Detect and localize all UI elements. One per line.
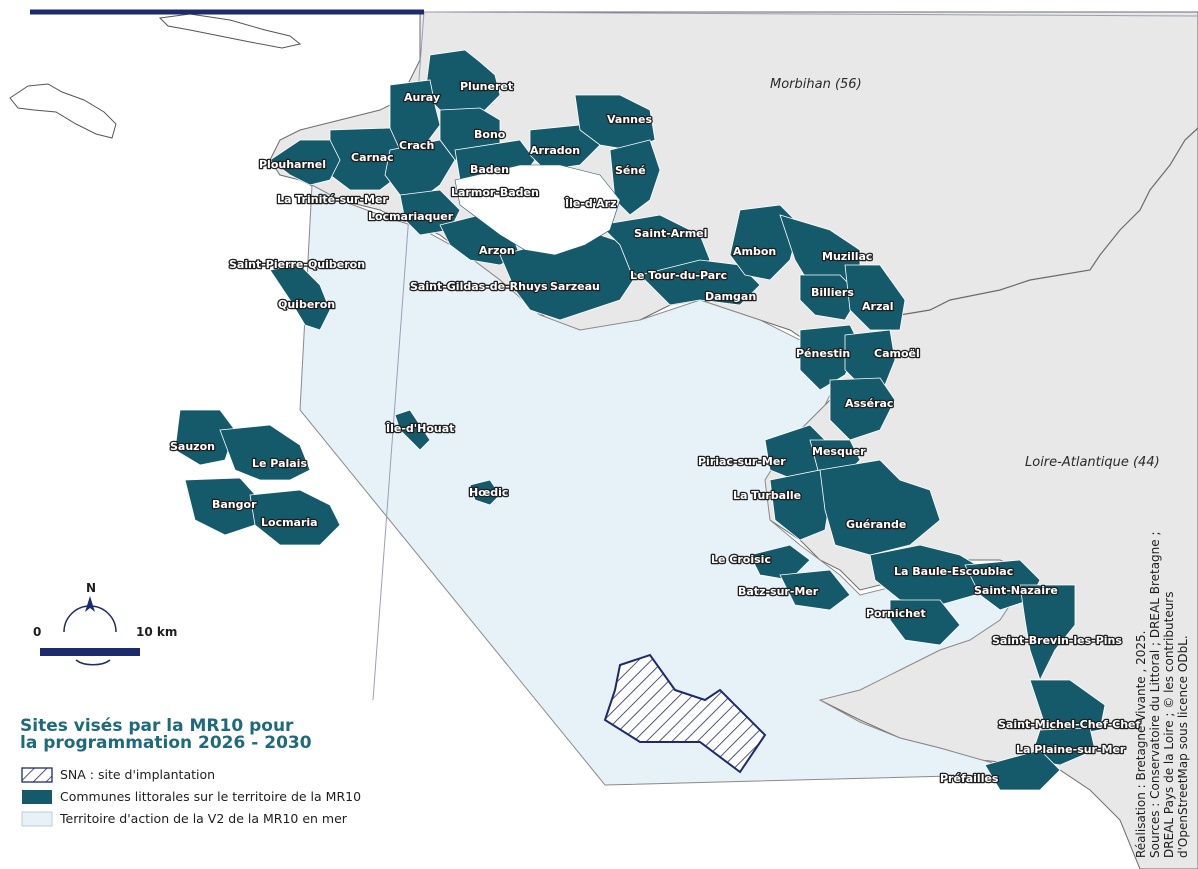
commune-label: La Trinité-sur-Mer [277, 193, 388, 206]
commune-label: Le Tour-du-Parc [630, 269, 727, 282]
commune-label: Batz-sur-Mer [738, 585, 819, 598]
commune-label: Arzal [862, 300, 894, 313]
commune-label: Le Palais [252, 457, 307, 470]
commune-label: Bangor [212, 498, 257, 511]
commune-label: Baden [470, 163, 509, 176]
commune-label: Piriac-sur-Mer [698, 455, 786, 468]
commune-label: Arzon [479, 244, 515, 257]
commune-label: Pluneret [460, 80, 513, 93]
credits: Réalisation : Bretagne Vivante , 2025. S… [1134, 531, 1190, 858]
legend-label-sna: SNA : site d'implantation [60, 767, 215, 782]
commune-label: Arradon [530, 144, 580, 157]
sna-site [603, 653, 767, 774]
commune-label: Billiers [811, 286, 854, 299]
commune-label: Préfailles [940, 772, 999, 785]
scale-bar-rect [40, 648, 140, 656]
scale-bar: N 0 10 km [33, 581, 177, 666]
commune-label: Muzillac [822, 250, 872, 263]
commune-label: Saint-Brevin-les-Pins [992, 634, 1122, 647]
scale-start: 0 [33, 625, 41, 639]
credit-line-2: Sources : Conservatoire du Littoral ; DR… [1148, 531, 1162, 858]
commune-label: La Turballe [733, 489, 801, 502]
commune-label: Vannes [607, 113, 652, 126]
commune-label: Bono [474, 128, 506, 141]
commune-label: Quiberon [278, 298, 335, 311]
commune-label: Locmariaquer [368, 210, 454, 223]
gulf-morbihan [454, 164, 621, 256]
credit-line-1: Réalisation : Bretagne Vivante , 2025. [1134, 631, 1148, 858]
legend-swatch-zone [21, 811, 53, 827]
credit-line-4: d'OpenStreetMap sous licence ODbL. [1176, 635, 1190, 858]
commune-label: Auray [404, 91, 440, 104]
commune-label: Le Croisic [711, 553, 771, 566]
commune-label: Sauzon [170, 440, 215, 453]
grid-line-2 [423, 11, 1198, 17]
commune-label: Saint-Armel [634, 227, 707, 240]
legend-swatch-communes [22, 790, 52, 804]
legend-title-line-2: la programmation 2026 - 2030 [20, 733, 312, 753]
commune-label: Plouharnel [259, 158, 326, 171]
commune-label: Pénestin [796, 347, 850, 360]
commune-label: Assérac [845, 397, 893, 410]
legend-title-line-1: Sites visés par la MR10 pour [20, 716, 294, 736]
commune-label: Séné [615, 164, 646, 177]
coast-detail-northwest [9, 83, 117, 139]
dept-label-morbihan: Morbihan (56) [770, 77, 862, 92]
commune-label: Hœdic [469, 486, 508, 499]
legend-label-zone: Territoire d'action de la V2 de la MR10 … [59, 811, 348, 826]
compass-arc [63, 605, 117, 633]
commune-label: Pornichet [866, 607, 926, 620]
commune-label: Damgan [705, 290, 756, 303]
commune-label: Mesquer [812, 445, 866, 458]
commune-label: Ambon [733, 245, 776, 258]
commune-label: La Plaine-sur-Mer [1016, 743, 1126, 756]
commune-label: Larmor-Baden [451, 186, 539, 199]
commune-label: Locmaria [261, 516, 318, 529]
commune-label: Sarzeau [550, 280, 600, 293]
credit-line-3: DREAL Pays de la Loire ; © les contribut… [1162, 592, 1176, 859]
commune-label: Guérande [846, 518, 906, 531]
legend-label-communes: Communes littorales sur le territoire de… [60, 789, 361, 804]
commune-label: Saint-Gildas-de-Rhuys [410, 280, 548, 293]
commune-label: Île-d'Arz [565, 197, 616, 210]
department-border [879, 127, 1198, 331]
commune-label: Crach [399, 139, 434, 152]
scale-end: 10 km [136, 625, 177, 639]
commune-label: Carnac [351, 151, 394, 164]
commune-label: Saint-Michel-Chef-Chef [998, 718, 1141, 731]
commune-label: Saint-Pierre-Quiberon [229, 258, 365, 271]
dept-label-loire-atlantique: Loire-Atlantique (44) [1025, 455, 1160, 470]
north-label: N [86, 581, 96, 595]
commune-label: La Baule-Escoublac [894, 565, 1013, 578]
north-arrow-icon [85, 596, 95, 612]
legend: Sites visés par la MR10 pour la programm… [20, 716, 361, 827]
commune-label: Saint-Nazaire [974, 584, 1058, 597]
compass-arc-bottom [75, 659, 111, 666]
commune-label: Camoël [874, 347, 920, 360]
commune-label: Île-d'Houat [386, 422, 454, 435]
coast-detail-north [158, 13, 302, 49]
action-zone-sea [299, 184, 1021, 786]
legend-swatch-sna [21, 767, 53, 783]
